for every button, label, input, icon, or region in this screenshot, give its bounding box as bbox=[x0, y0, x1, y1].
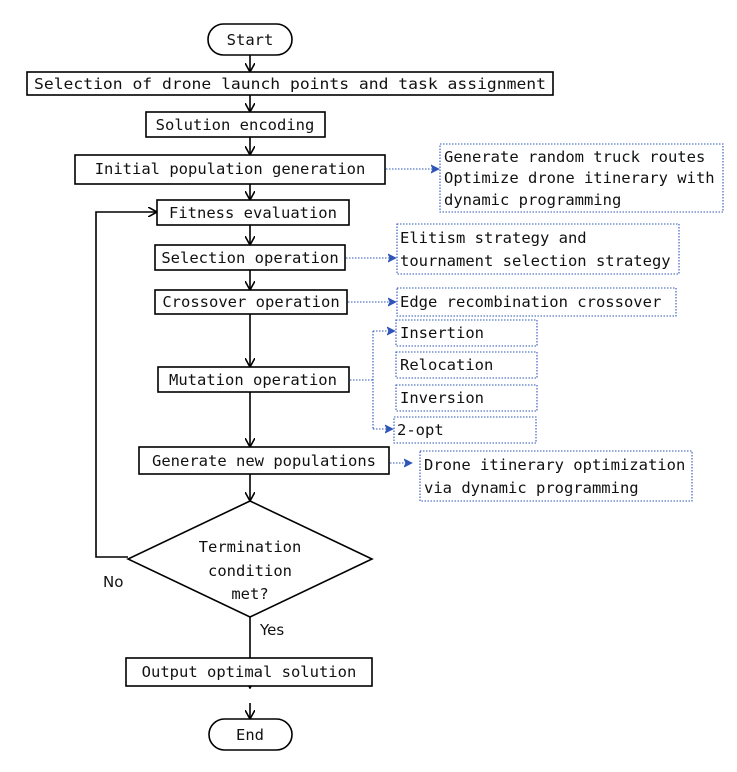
start-label: Start bbox=[227, 31, 274, 49]
end-label: End bbox=[236, 726, 264, 744]
note-mutation-insertion: Insertion bbox=[395, 319, 538, 347]
step-output-label: Output optimal solution bbox=[142, 663, 357, 681]
note-selection: Elitism strategy and tournament selectio… bbox=[396, 223, 680, 275]
step-generate-new[interactable]: Generate new populations bbox=[138, 446, 390, 475]
no-label: No bbox=[103, 573, 123, 591]
start-terminal[interactable]: Start bbox=[207, 23, 293, 56]
decision-termination[interactable]: Termination condition met? bbox=[126, 500, 374, 618]
step-fitness-label: Fitness evaluation bbox=[169, 204, 337, 222]
note-mutation-2opt-label: 2-opt bbox=[397, 421, 444, 439]
note-generate-line-1: Drone itinerary optimization bbox=[424, 456, 685, 474]
note-initial-line-2: Optimize drone itinerary with bbox=[444, 169, 715, 187]
yes-label: Yes bbox=[259, 621, 284, 639]
step-output-box[interactable]: Output optimal solution bbox=[125, 657, 373, 687]
note-mutation-relocation-label: Relocation bbox=[400, 356, 493, 374]
note-connectors bbox=[346, 169, 439, 463]
note-initial-line-1: Generate random truck routes bbox=[444, 148, 705, 166]
note-mutation-inversion-label: Inversion bbox=[400, 389, 484, 407]
note-mutation-2opt: 2-opt bbox=[393, 416, 537, 444]
step-crossover-op[interactable]: Crossover operation bbox=[154, 289, 348, 315]
step-selection-launch[interactable]: Selection of drone launch points and tas… bbox=[26, 71, 554, 96]
note-initial-line-3: dynamic programming bbox=[444, 191, 621, 209]
note-crossover: Edge recombination crossover bbox=[396, 287, 677, 317]
note-selection-line-2: tournament selection strategy bbox=[400, 252, 671, 270]
step-fitness[interactable]: Fitness evaluation bbox=[156, 199, 350, 226]
arrow-decision-no-loop[interactable] bbox=[95, 212, 156, 558]
step-encoding-label: Solution encoding bbox=[156, 116, 315, 134]
note-mutation-inversion: Inversion bbox=[395, 384, 538, 412]
step-encoding[interactable]: Solution encoding bbox=[145, 111, 326, 138]
note-generate-new: Drone itinerary optimization via dynamic… bbox=[419, 450, 693, 502]
note-generate-line-2: via dynamic programming bbox=[424, 479, 639, 497]
step-initial-population[interactable]: Initial population generation bbox=[74, 154, 386, 185]
decision-line-1: Termination bbox=[199, 538, 302, 556]
note-crossover-line-1: Edge recombination crossover bbox=[400, 293, 661, 311]
step-selection-op[interactable]: Selection operation bbox=[154, 244, 346, 271]
step-mutation-op-label: Mutation operation bbox=[169, 371, 337, 389]
decision-line-3: met? bbox=[231, 585, 268, 603]
note-initial-population: Generate random truck routes Optimize dr… bbox=[439, 143, 724, 213]
note-mutation-relocation: Relocation bbox=[395, 351, 538, 379]
step-selection-launch-label: Selection of drone launch points and tas… bbox=[34, 75, 546, 93]
step-initial-population-label: Initial population generation bbox=[95, 160, 366, 178]
step-crossover-op-label: Crossover operation bbox=[162, 293, 339, 311]
decision-line-2: condition bbox=[208, 562, 292, 580]
step-generate-new-label: Generate new populations bbox=[152, 452, 376, 470]
step-mutation-op[interactable]: Mutation operation bbox=[157, 366, 350, 393]
step-selection-op-label: Selection operation bbox=[161, 249, 338, 267]
note-mutation-insertion-label: Insertion bbox=[400, 324, 484, 342]
note-selection-line-1: Elitism strategy and bbox=[400, 229, 587, 247]
end-terminal[interactable]: End bbox=[208, 718, 293, 751]
